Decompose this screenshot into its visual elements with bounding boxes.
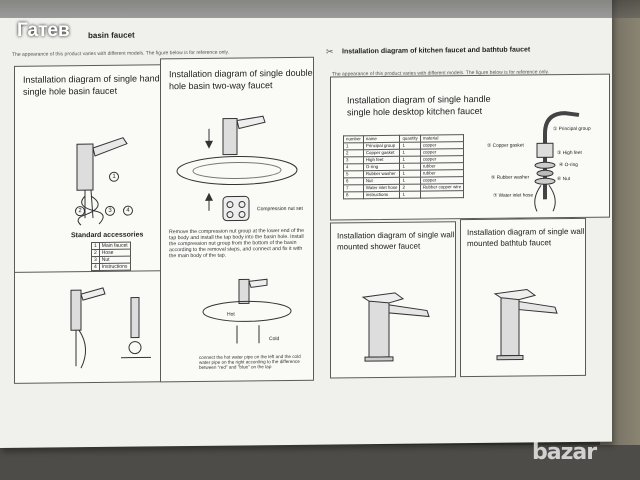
part-label-3: ③ High feet (557, 150, 582, 157)
cell: quantity (399, 135, 421, 143)
panel1-title-line2: single hole basin faucet (23, 85, 118, 97)
faucet-box-side: basin faucet The appearance of this prod… (0, 0, 612, 449)
panel2-instructions: Remove the compression nut group at the … (169, 227, 304, 260)
scissors-icon: ✂ (326, 46, 334, 57)
part-label-1: ① Principal group (553, 126, 591, 133)
bazar-watermark: bazar (532, 440, 597, 465)
pipe-connection-diagram (202, 278, 292, 344)
cell: number (343, 135, 364, 143)
part-label-5: ⑤ Rubber washer (491, 175, 530, 181)
panel4-title-line2: mounted shower faucet (337, 241, 421, 252)
cell: instructions (363, 191, 400, 199)
kitchen-faucet-exploded-diagram (534, 111, 580, 212)
hot-label: Hot (227, 311, 235, 318)
panel-wall-shower-faucet: Installation diagram of single wall moun… (330, 221, 456, 379)
part-label-6: ⑥ Nut (557, 177, 571, 183)
overlay-seller-name: Гатев (17, 20, 70, 41)
basin-faucet-diagram (76, 137, 128, 226)
cell (420, 190, 464, 199)
panel3-title-line1: Installation diagram of single handle (347, 93, 491, 106)
callout-1: 1 (109, 171, 119, 182)
panel2-title-line1: Installation diagram of single double (169, 67, 313, 80)
top-dark-shadow (0, 0, 640, 18)
cell: 8 (343, 191, 364, 199)
double-hole-faucet-diagram (176, 115, 298, 222)
header-left-note: The appearance of this product varies wi… (12, 49, 230, 58)
bathtub-faucet-diagram (493, 288, 558, 361)
shower-faucet-diagram (361, 292, 430, 362)
install-detail-diagram (70, 287, 151, 369)
panel-double-hole-basin: Installation diagram of single double ho… (160, 56, 314, 383)
accessories-title: Standard accessories (71, 231, 144, 240)
callout-3: 3 (105, 205, 115, 216)
panel2-title-line2: hole basin two-way faucet (169, 80, 273, 92)
background-floor (0, 445, 640, 480)
panel-wall-bathtub-faucet: Installation diagram of single wall moun… (460, 217, 586, 378)
cell: Principal group (363, 142, 400, 150)
cell: Water inlet hose (363, 184, 400, 192)
cold-label: Cold (269, 336, 280, 343)
cell: Instructions (99, 263, 131, 271)
cell: 4 (91, 263, 100, 271)
panel5-title-line1: Installation diagram of single wall (467, 226, 585, 238)
panel-single-handle-basin: Installation diagram of single handle si… (14, 64, 188, 384)
callout-2: 2 (75, 206, 85, 217)
header-right-title: Installation diagram of kitchen faucet a… (342, 46, 531, 56)
part-label-7: ⑦ Water inlet hose (493, 193, 534, 199)
cell: Rubber washer (363, 170, 400, 178)
pipe-connect-note: connect the hot water pipe on the left a… (199, 353, 301, 370)
part-label-2: ② Copper gasket (487, 143, 524, 149)
header-left-title: basin faucet (88, 30, 135, 41)
panel4-title-line1: Installation diagram of single wall (337, 230, 455, 241)
panel5-title-line2: mounted bathtub faucet (467, 238, 552, 249)
panel3-title-line2: single hole desktop kitchen faucet (347, 105, 483, 118)
compression-nut-label: Compression nut set (257, 205, 303, 213)
cell: 1 (399, 191, 421, 199)
callout-4: 4 (123, 205, 133, 216)
panel1-title-line1: Installation diagram of single handle (23, 73, 167, 85)
panel-kitchen-faucet: Installation diagram of single handle si… (330, 73, 610, 221)
cell: Main faucet (99, 242, 131, 250)
part-label-4: ④ O-ring (559, 162, 578, 169)
cell: Rubber copper wire (420, 183, 464, 192)
